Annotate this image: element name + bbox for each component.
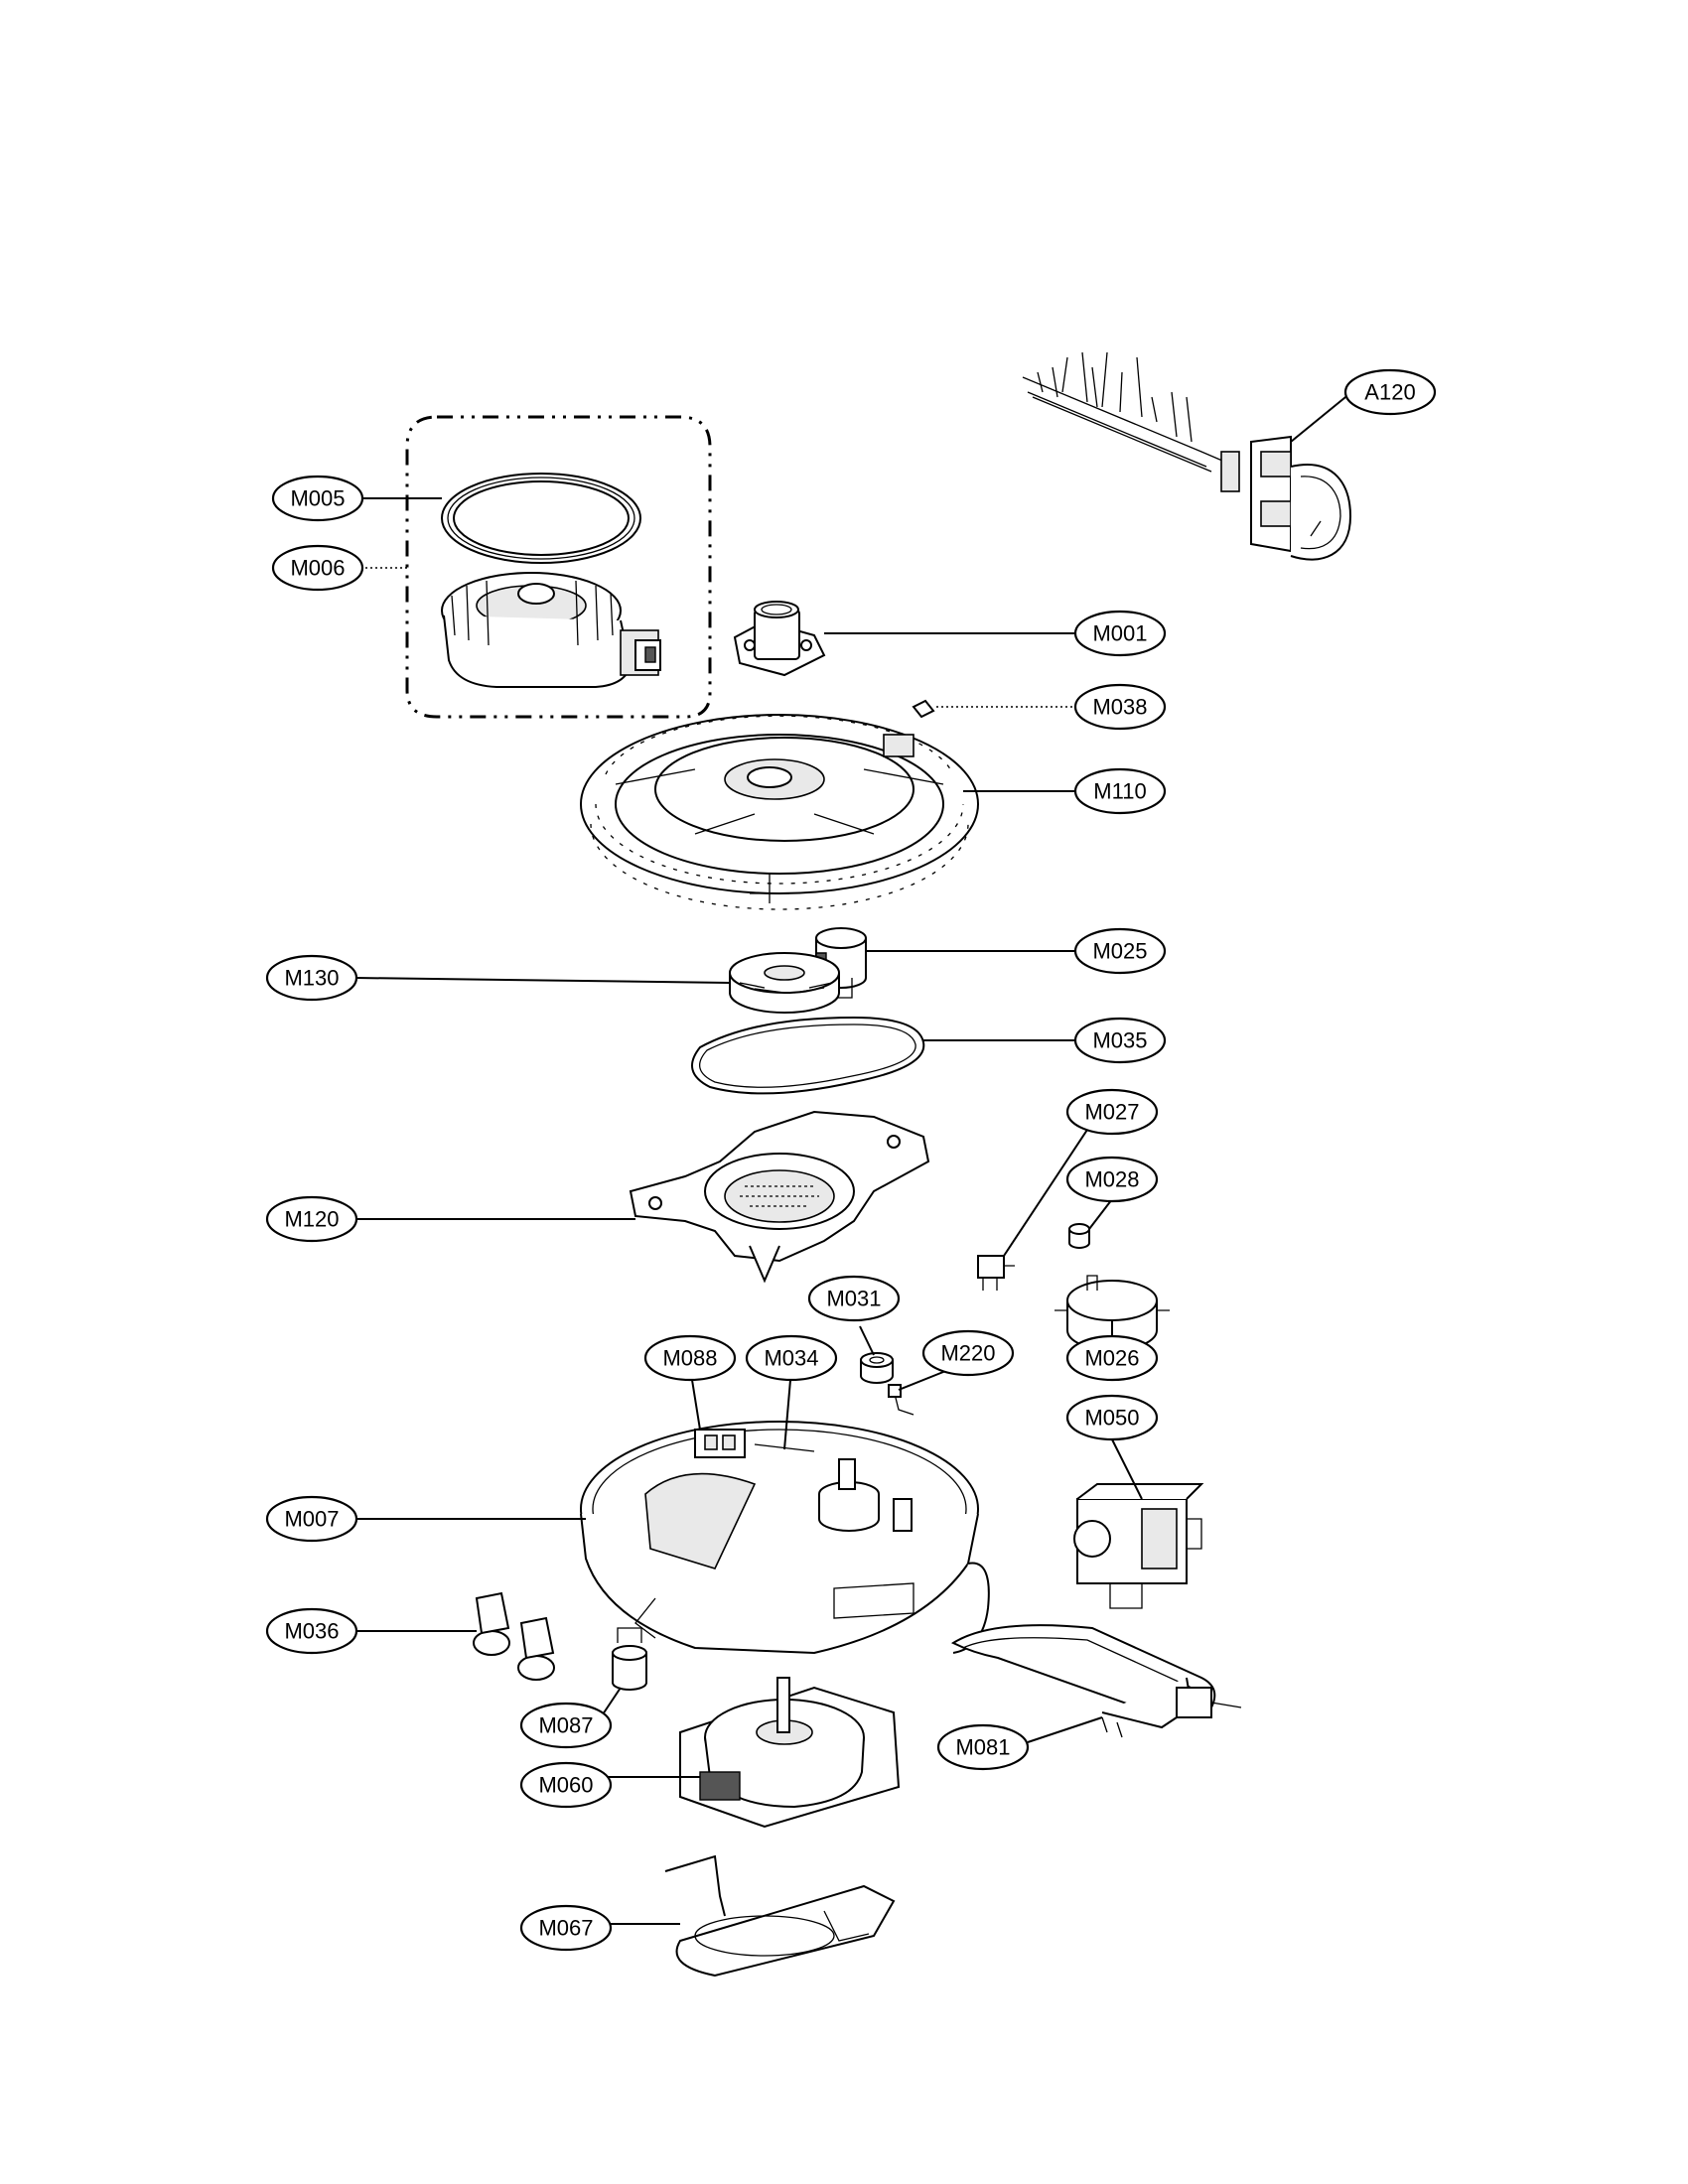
- callout-m130[interactable]: M130: [265, 954, 358, 1002]
- svg-text:M026: M026: [1084, 1346, 1139, 1371]
- svg-text:M036: M036: [284, 1619, 339, 1644]
- callout-m088[interactable]: M088: [643, 1334, 737, 1382]
- leader-m031: [859, 1325, 875, 1356]
- svg-text:M087: M087: [538, 1713, 593, 1738]
- callout-m038[interactable]: M038: [1073, 683, 1167, 731]
- part-m006-pump-assembly: [441, 572, 661, 688]
- leader-m088: [691, 1379, 701, 1431]
- part-m067-bracket: [664, 1854, 896, 1978]
- callout-m110[interactable]: M110: [1073, 767, 1167, 815]
- leader-m130: [354, 977, 731, 984]
- svg-text:M031: M031: [826, 1287, 881, 1311]
- leader-m027: [1003, 1129, 1088, 1257]
- callout-m087[interactable]: M087: [519, 1702, 613, 1749]
- svg-text:A120: A120: [1364, 380, 1415, 405]
- callout-m050[interactable]: M050: [1065, 1394, 1159, 1441]
- leader-m050: [1111, 1438, 1143, 1500]
- svg-text:M038: M038: [1092, 695, 1147, 720]
- leader-m034: [783, 1379, 791, 1450]
- leader-m028: [1088, 1198, 1113, 1230]
- callout-m081[interactable]: M081: [936, 1723, 1030, 1771]
- part-m005-gasket: [441, 473, 641, 564]
- part-m036-clamps: [473, 1591, 555, 1681]
- callout-m060[interactable]: M060: [519, 1761, 613, 1809]
- svg-text:M220: M220: [940, 1341, 995, 1366]
- part-m081-heater: [950, 1624, 1242, 1738]
- callout-m028[interactable]: M028: [1065, 1156, 1159, 1203]
- part-m050-drain-pump: [1073, 1483, 1204, 1609]
- part-m087-clamp: [612, 1627, 647, 1691]
- callout-m001[interactable]: M001: [1073, 610, 1167, 657]
- callout-m120[interactable]: M120: [265, 1195, 358, 1243]
- callout-m006[interactable]: M006: [271, 544, 364, 592]
- callout-m034[interactable]: M034: [745, 1334, 838, 1382]
- svg-text:M005: M005: [290, 486, 345, 511]
- part-m001-seal: [733, 601, 826, 677]
- callout-m007[interactable]: M007: [265, 1495, 358, 1543]
- callout-m067[interactable]: M067: [519, 1904, 613, 1952]
- svg-text:M110: M110: [1093, 779, 1146, 804]
- leader-a120: [1290, 392, 1351, 443]
- svg-text:M001: M001: [1092, 621, 1147, 646]
- leader-m081: [1027, 1716, 1103, 1743]
- svg-text:M060: M060: [538, 1773, 593, 1798]
- svg-text:M050: M050: [1084, 1406, 1139, 1431]
- part-m120-housing: [629, 1110, 930, 1284]
- callout-m025[interactable]: M025: [1073, 927, 1167, 975]
- part-m038-clip: [912, 699, 935, 719]
- part-m130-impeller: [729, 952, 840, 1014]
- part-m035-gasket: [691, 1016, 925, 1095]
- svg-text:M035: M035: [1092, 1028, 1147, 1053]
- leader-m087: [600, 1687, 622, 1718]
- callout-m220[interactable]: M220: [921, 1329, 1015, 1377]
- callout-m005[interactable]: M005: [271, 475, 364, 522]
- svg-text:M027: M027: [1084, 1100, 1139, 1125]
- svg-text:M028: M028: [1084, 1167, 1139, 1192]
- svg-text:M067: M067: [538, 1916, 593, 1941]
- callout-m035[interactable]: M035: [1073, 1017, 1167, 1064]
- svg-text:M025: M025: [1092, 939, 1147, 964]
- callout-m031[interactable]: M031: [807, 1275, 901, 1322]
- callout-a120[interactable]: A120: [1343, 368, 1437, 416]
- leader-m220: [898, 1369, 949, 1391]
- svg-text:M130: M130: [284, 966, 339, 991]
- callout-m036[interactable]: M036: [265, 1607, 358, 1655]
- part-m007-sump: [580, 1421, 990, 1655]
- part-m110-filter: [580, 714, 979, 910]
- part-m027-switch: [977, 1255, 1015, 1291]
- svg-text:M034: M034: [764, 1346, 818, 1371]
- callout-m027[interactable]: M027: [1065, 1088, 1159, 1136]
- svg-text:M081: M081: [955, 1735, 1010, 1760]
- m006-group-box: [405, 415, 712, 719]
- svg-text:M007: M007: [284, 1507, 339, 1532]
- svg-text:M120: M120: [284, 1207, 339, 1232]
- part-m220-sensor: [888, 1384, 914, 1416]
- callout-m026[interactable]: M026: [1065, 1334, 1159, 1382]
- svg-text:M088: M088: [662, 1346, 717, 1371]
- part-m028-cap: [1068, 1223, 1090, 1249]
- part-m060-motor: [679, 1677, 901, 1829]
- part-m031-grommet: [860, 1352, 894, 1384]
- part-a120-wire-harness: [1022, 351, 1352, 561]
- svg-text:M006: M006: [290, 556, 345, 581]
